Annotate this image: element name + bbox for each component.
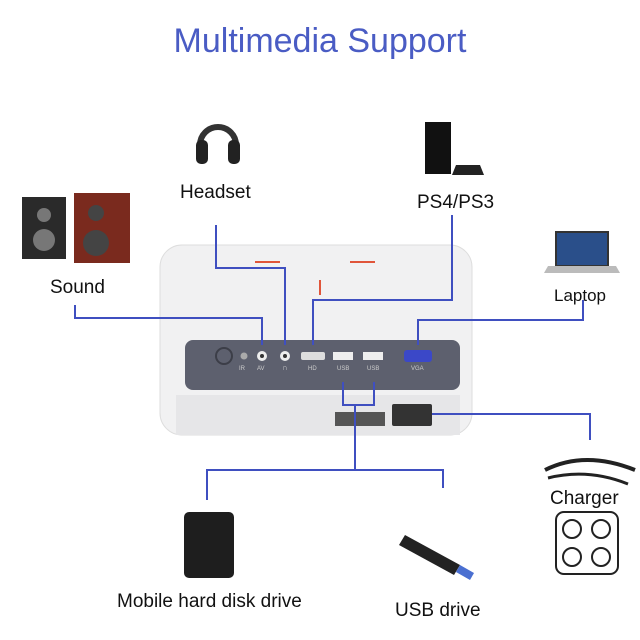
port-label-usb-2: USB xyxy=(367,366,380,372)
hdd-label: Mobile hard disk drive xyxy=(117,591,302,612)
ps4-icon xyxy=(425,122,484,175)
speakers-icon xyxy=(22,193,130,263)
laptop-icon xyxy=(544,231,620,273)
port-label-ir: IR xyxy=(239,366,245,372)
charger-label: Charger xyxy=(550,488,619,509)
page-title: Multimedia Support xyxy=(173,22,467,60)
projector xyxy=(159,244,473,436)
ir-sensor xyxy=(240,352,248,360)
usb-port-2 xyxy=(363,352,383,360)
vent xyxy=(335,412,385,426)
usb-drive-label: USB drive xyxy=(395,600,481,621)
port-label-usb-1: USB xyxy=(337,366,350,372)
hard-drive-icon xyxy=(184,512,234,578)
port-label-av: AV xyxy=(257,366,265,372)
port-label-hd: HD xyxy=(308,366,317,372)
connection-lines xyxy=(74,215,591,500)
power-cable-icon xyxy=(544,458,636,486)
laptop-label: Laptop xyxy=(554,286,606,305)
sound-label: Sound xyxy=(50,277,105,298)
port-label-vga: VGA xyxy=(411,366,424,372)
power-icon xyxy=(215,347,233,365)
headset-label: Headset xyxy=(180,182,251,203)
vga-port xyxy=(404,350,432,362)
power-socket xyxy=(392,404,432,426)
hdmi-port xyxy=(301,352,325,360)
usb-port-1 xyxy=(333,352,353,360)
usb-drive-icon xyxy=(399,535,474,580)
ps-label: PS4/PS3 xyxy=(417,192,495,213)
headset-icon xyxy=(196,124,240,164)
outlet-icon xyxy=(555,511,619,575)
port-label-headphone: ∩ xyxy=(282,363,288,372)
